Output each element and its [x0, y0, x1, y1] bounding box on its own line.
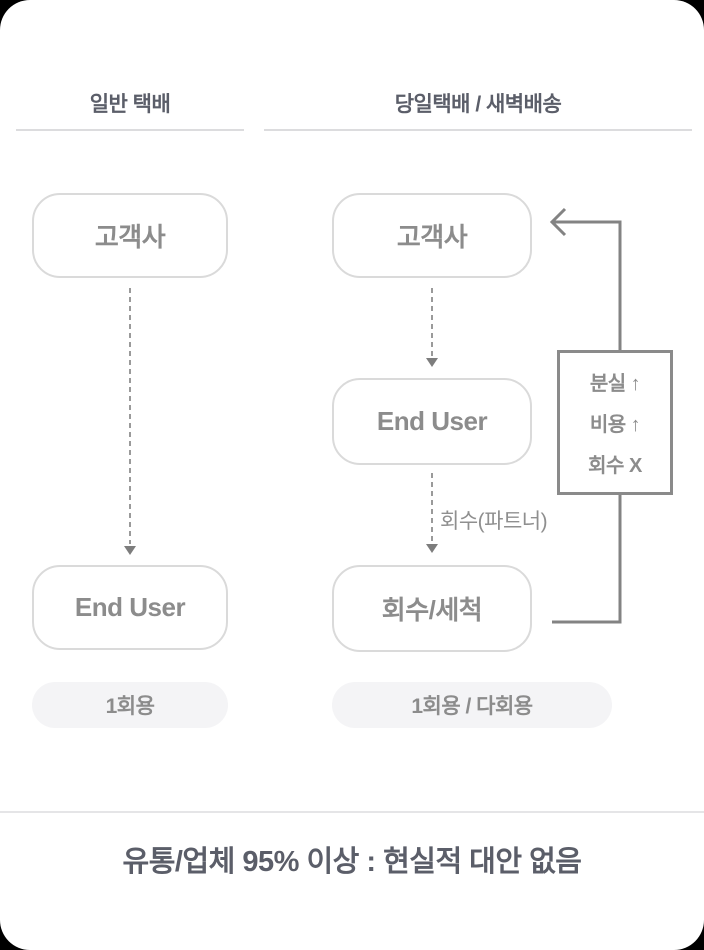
node-left-enduser: End User: [32, 565, 228, 650]
issue-box: 분실 ↑ 비용 ↑ 회수 X: [557, 350, 673, 495]
header-underline-left: [16, 129, 244, 131]
edge-label-recovery-partner: 회수(파트너): [440, 510, 548, 533]
flow-dashed-line-left: [129, 288, 131, 544]
column-header-sameday-delivery: 당일택배 / 새벽배송: [394, 93, 562, 116]
column-header-general-delivery: 일반 택배: [89, 93, 171, 116]
arrow-left-icon: [549, 207, 567, 237]
header-underline-right: [264, 129, 692, 131]
issue-item-cost: 비용 ↑: [589, 414, 641, 436]
arrow-down-icon: [426, 358, 438, 367]
badge-right-packaging-type: 1회용 / 다회용: [332, 682, 612, 728]
footer-conclusion-text: 유통/업체 95% 이상 : 현실적 대안 없음: [122, 846, 582, 878]
footer-divider: [0, 811, 704, 813]
issue-item-recovery: 회수 X: [588, 455, 642, 477]
arrow-down-icon: [124, 546, 136, 555]
flow-dashed-line-right-lower: [431, 473, 433, 542]
arrow-down-icon: [426, 544, 438, 553]
node-right-enduser: End User: [332, 378, 532, 465]
flow-dashed-line-right-upper: [431, 288, 433, 356]
node-right-recovery-washing: 회수/세척: [332, 565, 532, 652]
node-right-customer: 고객사: [332, 193, 532, 278]
node-left-customer: 고객사: [32, 193, 228, 278]
issue-item-loss: 분실 ↑: [589, 373, 641, 395]
badge-left-packaging-type: 1회용: [32, 682, 228, 728]
